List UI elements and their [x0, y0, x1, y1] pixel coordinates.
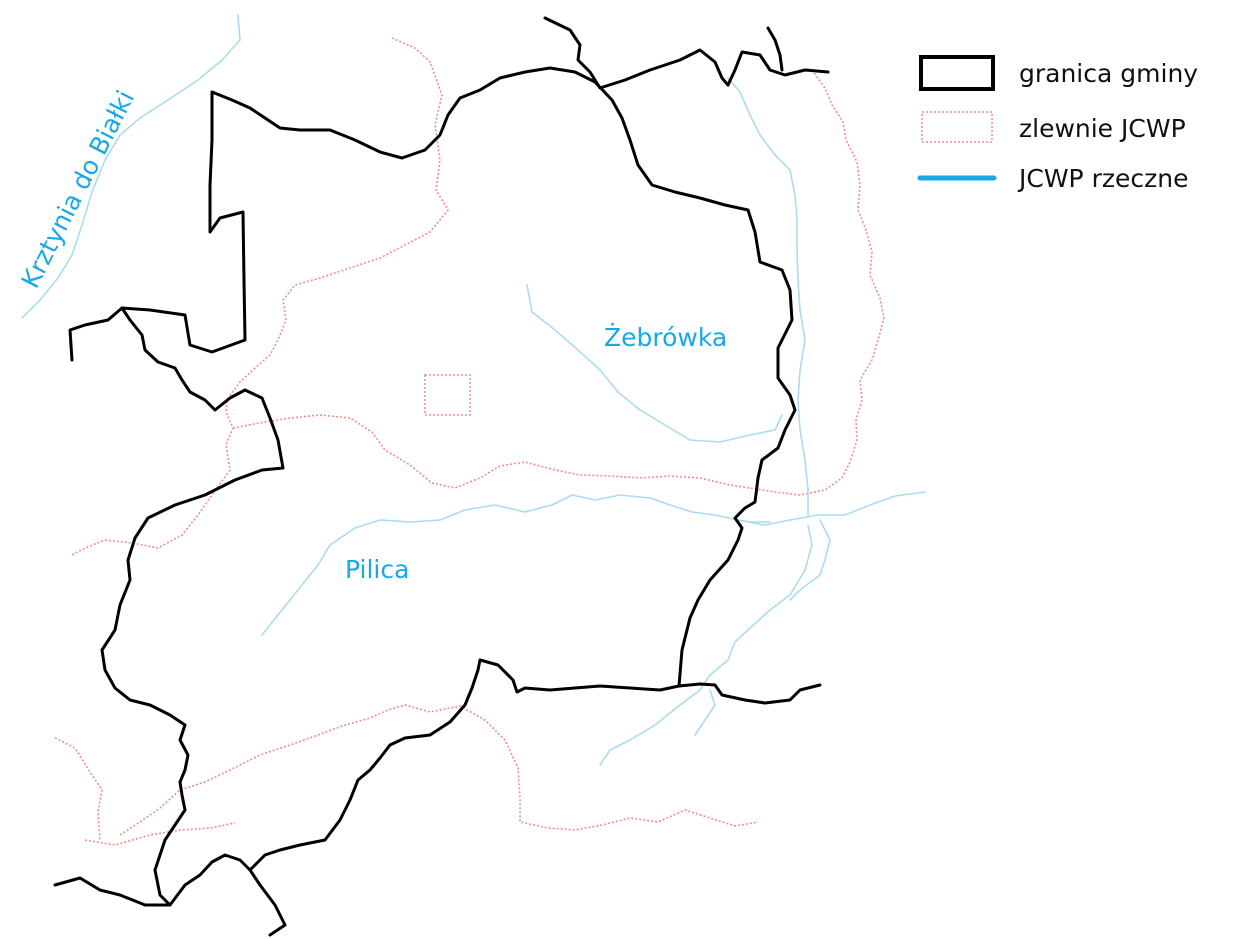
boundary-main [100, 66, 797, 907]
river-label-pilica: Pilica [345, 555, 409, 584]
legend-boundary-label: granica gminy [1019, 59, 1198, 88]
boundary-north-stub1 [543, 16, 730, 90]
catchment-box [424, 374, 471, 416]
river-label-zebrowka: Żebrówka [604, 323, 727, 352]
legend-catchment-label: zlewnie JCWP [1019, 114, 1186, 143]
boundary-southeast [677, 682, 822, 705]
catchment-line-southwest [54, 737, 103, 841]
river-southeast-tributary [599, 524, 813, 766]
boundary-south-stub [248, 868, 287, 937]
catchment-line-east [749, 69, 885, 496]
catchment-line-middle [232, 414, 751, 489]
boundary-north-stub3 [766, 26, 784, 72]
legend: granica gminy zlewnie JCWP JCWP rzeczne [917, 55, 1198, 193]
river-pilica-upper [737, 519, 771, 523]
boundary-northwest-stub [68, 306, 124, 362]
boundary-north-stub2 [726, 50, 830, 87]
catchment-line-south [119, 704, 759, 836]
river-pilica [261, 491, 926, 636]
river-east-tributary [727, 77, 809, 516]
catchment-boundaries [54, 37, 885, 846]
legend-river-label: JCWP rzeczne [1017, 164, 1188, 193]
rivers [21, 14, 926, 766]
catchment-line-sw2 [84, 822, 236, 846]
river-southeast-tributary2 [789, 519, 831, 601]
river-label-krzytnia: Krztynia do Białki [16, 86, 141, 293]
legend-boundary-swatch [919, 55, 995, 91]
catchment-line-north [71, 37, 449, 556]
boundary-southwest-stub [53, 876, 172, 907]
municipality-boundary [53, 16, 830, 937]
river-zebrowka [526, 284, 783, 443]
river-krzytnia [21, 14, 241, 319]
legend-catchment-swatch [921, 111, 993, 143]
river-south-branch [694, 689, 716, 736]
